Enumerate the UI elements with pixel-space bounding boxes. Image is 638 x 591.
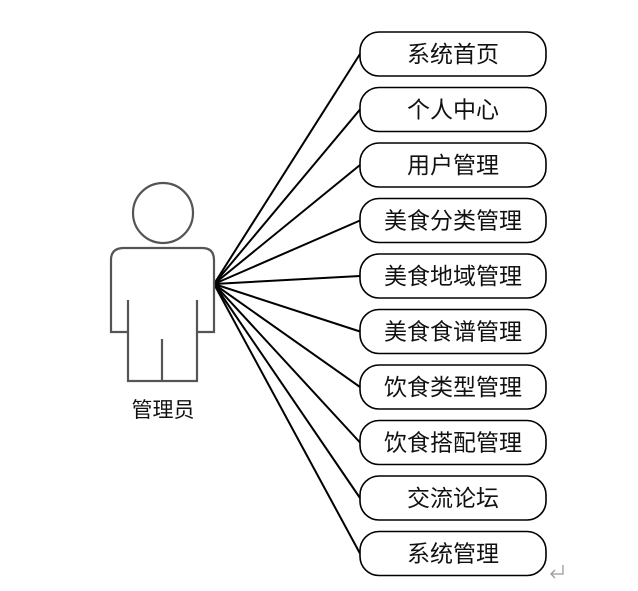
actor-label: 管理员 bbox=[132, 398, 195, 422]
use-case-box bbox=[359, 31, 547, 77]
use-case-box bbox=[359, 364, 547, 410]
use-case-label: 系统首页 bbox=[407, 42, 499, 68]
use-case-node: 饮食类型管理 bbox=[359, 364, 547, 410]
connector-line bbox=[213, 53, 361, 285]
use-case-node: 饮食搭配管理 bbox=[359, 419, 547, 466]
use-case-node: 交流论坛 bbox=[359, 475, 547, 521]
use-case-label: 个人中心 bbox=[407, 98, 499, 124]
use-case-node: 美食食谱管理 bbox=[359, 308, 547, 355]
use-case-box bbox=[359, 197, 547, 244]
actor-head bbox=[131, 181, 195, 245]
actor-body bbox=[109, 246, 216, 383]
use-case-label: 交流论坛 bbox=[407, 486, 499, 512]
use-case-node: 个人中心 bbox=[359, 86, 547, 133]
use-case-box bbox=[359, 530, 547, 577]
connector-line bbox=[213, 283, 361, 388]
connector-line bbox=[213, 283, 361, 444]
use-case-label: 饮食类型管理 bbox=[384, 375, 522, 401]
use-case-box bbox=[359, 142, 547, 188]
connector-line bbox=[213, 108, 361, 285]
connector-line bbox=[213, 164, 361, 285]
connector-lines bbox=[213, 53, 361, 554]
use-case-node: 美食分类管理 bbox=[359, 197, 547, 244]
return-arrow-icon bbox=[550, 565, 564, 579]
use-case-label: 饮食搭配管理 bbox=[384, 431, 522, 457]
use-case-box bbox=[359, 86, 547, 133]
use-case-label: 美食食谱管理 bbox=[384, 320, 522, 346]
connector-line bbox=[213, 283, 361, 333]
use-case-node: 美食地域管理 bbox=[359, 253, 547, 299]
use-case-box bbox=[359, 419, 547, 466]
connector-line bbox=[213, 275, 361, 285]
use-case-box bbox=[359, 253, 547, 299]
use-case-label: 美食地域管理 bbox=[384, 264, 522, 290]
use-case-box bbox=[359, 475, 547, 521]
connector-line bbox=[213, 283, 361, 554]
user-actor-icon bbox=[109, 181, 216, 383]
use-case-label: 用户管理 bbox=[407, 153, 499, 179]
use-case-node: 系统首页 bbox=[359, 31, 547, 77]
use-case-node: 系统管理 bbox=[359, 530, 547, 577]
connector-line bbox=[213, 283, 361, 499]
use-case-box bbox=[359, 308, 547, 355]
use-case-label: 美食分类管理 bbox=[384, 209, 522, 235]
connector-line bbox=[213, 219, 361, 285]
use-case-nodes: 系统首页个人中心用户管理美食分类管理美食地域管理美食食谱管理饮食类型管理饮食搭配… bbox=[359, 31, 547, 577]
use-case-node: 用户管理 bbox=[359, 142, 547, 188]
use-case-label: 系统管理 bbox=[407, 542, 499, 568]
